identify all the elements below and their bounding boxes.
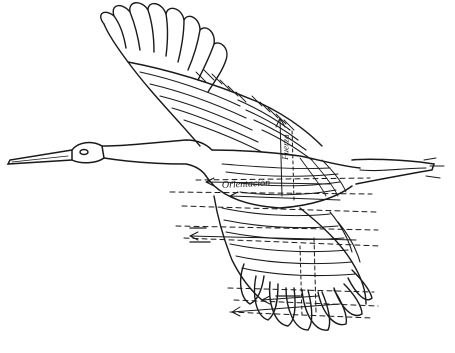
lift-arrow-4 (314, 238, 316, 312)
lift-arrow-2 (292, 128, 294, 200)
lower-wing-trailing-edge (300, 208, 366, 304)
labels: Orientación Fuerza (222, 134, 291, 191)
neck-upper (102, 140, 212, 150)
flow-line-3 (182, 206, 376, 212)
lower-wing-covert-lines (222, 208, 360, 276)
neck-lower (104, 158, 206, 176)
lower-wing (214, 196, 372, 330)
lift-arrow-3 (300, 246, 302, 316)
label-vertical-force: Fuerza (280, 134, 291, 161)
legs (360, 168, 426, 171)
eye (80, 150, 88, 155)
label-orientation: Orientación (222, 177, 271, 191)
tail (352, 159, 434, 184)
upper-wing-trailing-edge (128, 62, 322, 146)
upper-wing-primary-feathers (101, 3, 227, 92)
stork-body (8, 140, 444, 208)
body-feather-lines (222, 158, 346, 196)
force-arrow-2 (230, 196, 340, 200)
